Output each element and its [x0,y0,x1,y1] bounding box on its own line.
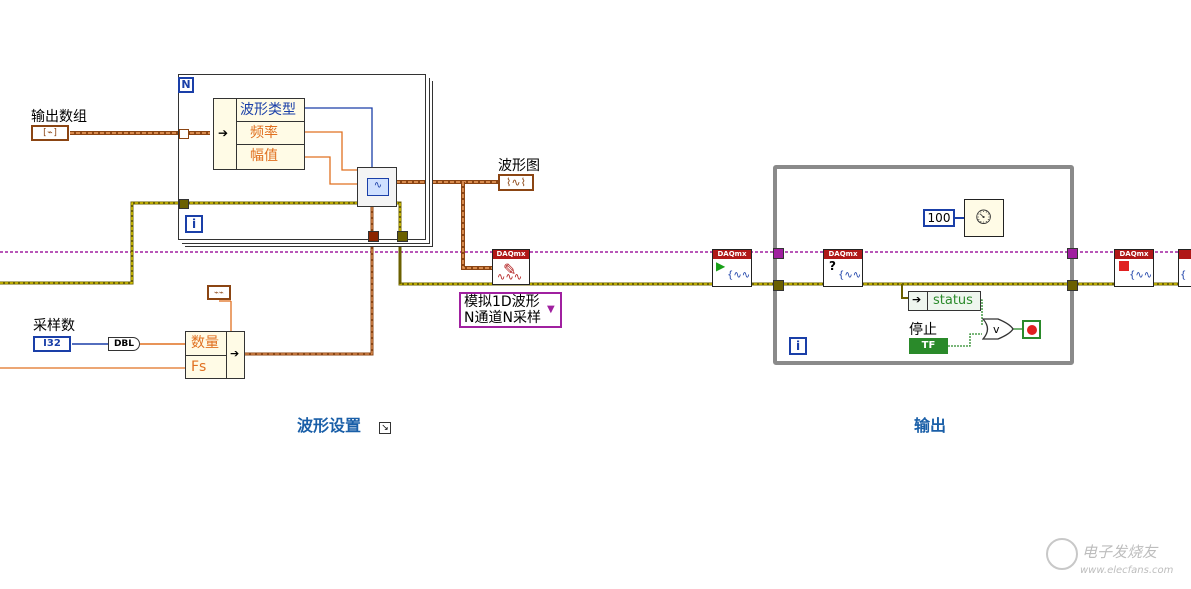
while-loop[interactable]: i [773,165,1078,365]
caption-waveform-settings: 波形设置 [297,416,362,435]
question-icon: ? [829,259,836,273]
cluster-constant-icon[interactable]: ⌁⌁ [207,285,231,300]
bundle-row-fs[interactable]: Fs [191,359,207,375]
waveform-icon: {∿∿ [727,270,751,281]
watermark-url: www.elecfans.com [1080,565,1174,576]
stop-label: 停止 [909,322,937,338]
caption-output: 输出 [914,416,947,435]
daqmx-clear-task-vi[interactable]: { [1178,249,1191,287]
loop-condition-terminal[interactable] [1022,320,1041,339]
bundle-row-count[interactable]: 数量 [186,332,226,356]
daqmx-write-polymorphic-selector[interactable]: 模拟1D波形 N通道N采样 ▼ [459,292,562,328]
unbundle-by-name[interactable]: ➔ 波形类型 频率 幅值 [213,98,305,170]
daqmx-stop-task-vi[interactable]: DAQmx {∿∿ [1114,249,1154,287]
while-shift-error-right [1067,280,1078,291]
sample-count-label: 采样数 [33,318,75,334]
wait-ms-constant[interactable]: 100 [923,209,955,227]
metronome-icon: ⏲ [975,205,993,230]
arrow-right-icon: ➔ [218,126,229,140]
waveform-graph-terminal[interactable]: ⌇∿⌇ [498,174,534,191]
waveform-wire [396,180,498,270]
waveform-icon: {∿∿ [1129,270,1153,281]
daqmx-is-task-done-vi[interactable]: DAQmx ? {∿∿ [823,249,863,287]
resize-corner-icon[interactable]: ↘ [379,422,391,434]
for-tunnel-out-timing [368,231,379,242]
play-icon: ▶ [716,259,726,273]
wait-ms-vi[interactable]: ⏲ [964,199,1004,237]
function-generator-vi[interactable]: ∿ [357,167,397,207]
svg-text:v: v [993,323,1000,336]
status-unbundle[interactable]: ➔ status [908,291,981,311]
polymorph-line-2: N通道N采样 [464,310,541,326]
while-shift-task-right [1067,248,1078,259]
daqmx-write-vi[interactable]: DAQmx ✎ ∿∿∿ [492,249,530,285]
daqmx-start-task-vi[interactable]: DAQmx ▶ {∿∿ [712,249,752,287]
watermark-logo-icon [1046,538,1078,570]
waveform-graph-icon: ⌇∿⌇ [506,176,526,189]
waveform-icon: { [1180,270,1187,281]
stop-square-icon [1119,261,1129,271]
to-double-convert-node[interactable]: DBL [108,337,140,351]
arrow-right-icon: ➔ [912,293,922,306]
waveform-icon: ∿∿∿ [497,272,523,283]
dropdown-arrow-icon[interactable]: ▼ [547,304,555,315]
error-wire [0,201,1191,299]
type-wire [305,107,373,172]
sample-count-terminal[interactable]: I32 [33,336,71,352]
watermark-name: 电子发烧友 [1082,543,1158,561]
output-array-label: 输出数组 [31,109,87,125]
unbundle-row-wave-type[interactable]: 波形类型 [236,99,304,122]
for-tunnel-cluster [179,129,189,139]
while-loop-iteration-terminal: i [789,337,807,355]
output-array-terminal[interactable]: [⌁] [31,125,69,141]
for-loop[interactable]: N i [178,74,426,242]
while-shift-error-left [773,280,784,291]
for-tunnel-error [179,199,189,209]
or-gate-icon: v [982,318,1014,340]
status-label: status [933,293,973,308]
waveform-graph-label: 波形图 [498,158,540,174]
while-shift-task-left [773,248,784,259]
for-tunnel-out-error [397,231,408,242]
unbundle-row-frequency[interactable]: 频率 [236,122,304,145]
bundle-by-name[interactable]: 数量 Fs ➔ [185,331,245,379]
unbundle-row-amplitude[interactable]: 幅值 [250,148,278,164]
for-loop-count-terminal[interactable]: N [178,77,194,93]
stop-terminal[interactable]: TF [909,338,948,354]
waveform-icon: ∿ [367,178,389,196]
polymorph-line-1: 模拟1D波形 [464,294,540,310]
waveform-icon: {∿∿ [838,270,862,281]
pencil-icon: ✎ [503,260,517,279]
arrow-right-icon: ➔ [230,347,240,360]
stop-sign-icon [1027,325,1037,335]
for-loop-iteration-terminal: i [185,215,203,233]
